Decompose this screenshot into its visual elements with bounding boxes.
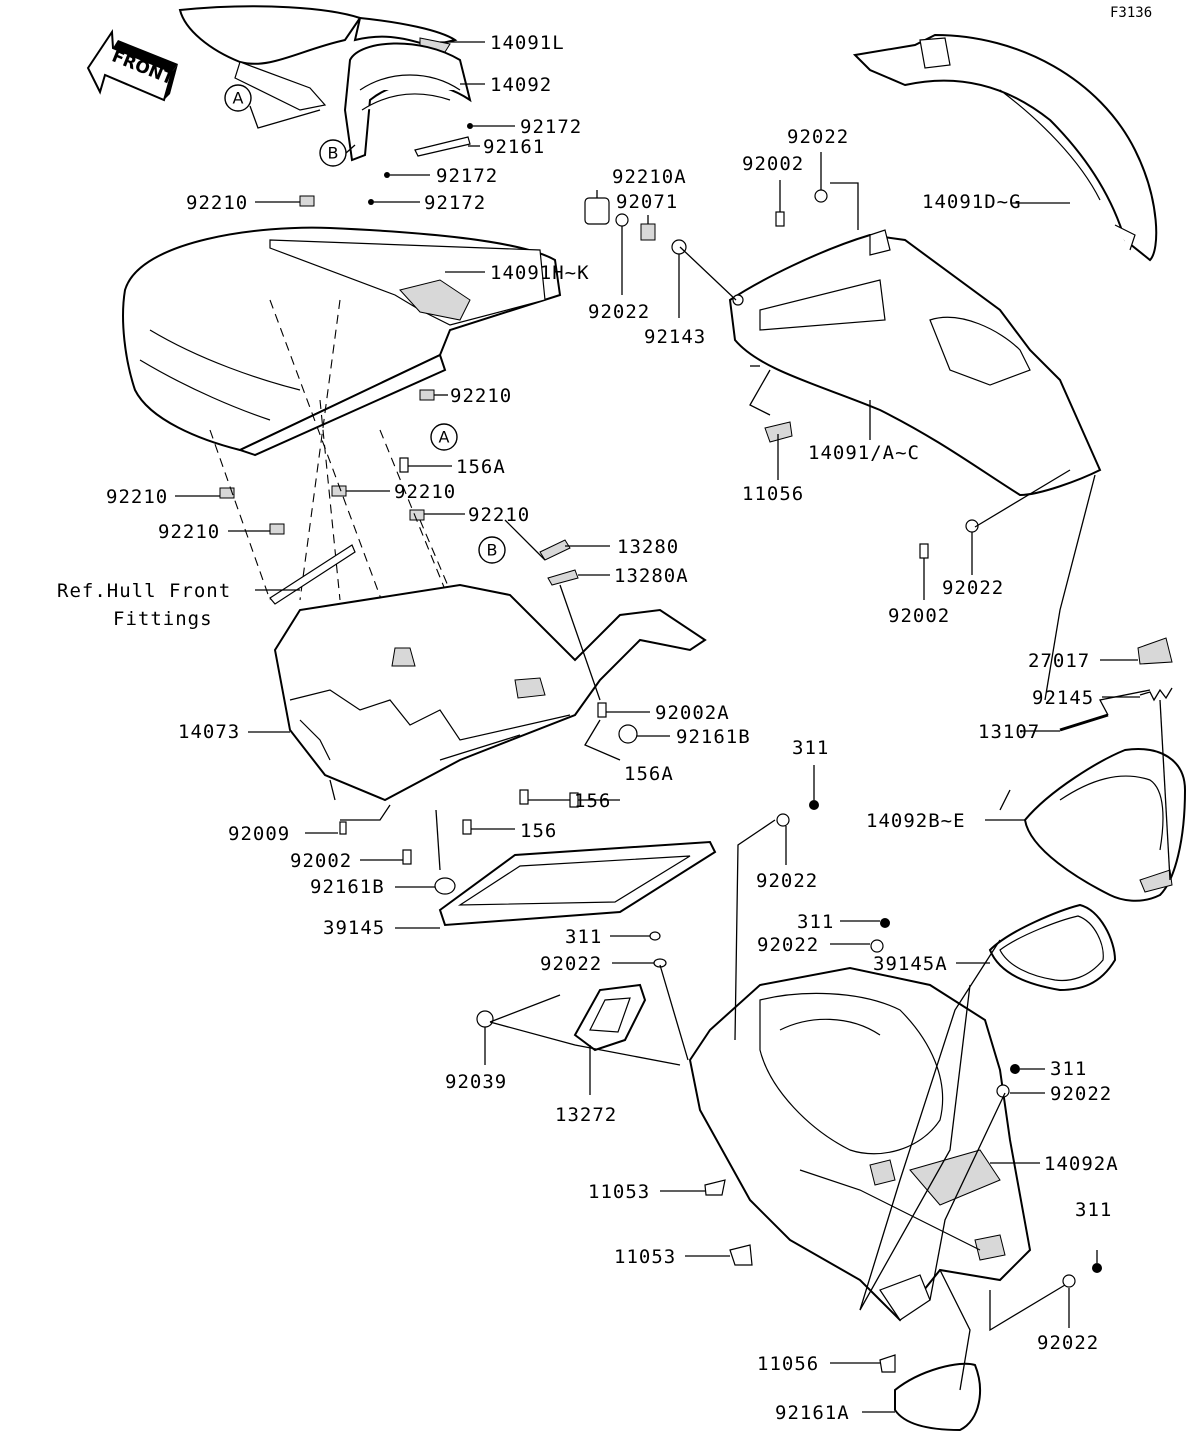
label-13280A: 13280A [614,565,689,587]
svg-text:A: A [233,89,244,108]
part-14091AC-cover [728,229,1102,497]
label-311-d: 311 [1050,1058,1087,1080]
label-92210-b: 92210 [450,385,512,407]
label-311-c: 311 [565,926,602,948]
label-92002-c: 92002 [888,605,950,627]
part-14091L-cover [178,5,458,111]
part-92161A-pad [894,1362,981,1432]
label-156-b: 156 [520,820,557,842]
label-92002-a: 92002 [742,153,804,175]
leader-lines [175,41,1171,1413]
label-92143: 92143 [644,326,706,348]
label-92161B-a: 92161B [676,726,751,748]
label-92002A: 92002A [655,702,730,724]
label-92022-d: 92022 [756,870,818,892]
label-13272: 13272 [555,1104,617,1126]
label-39145: 39145 [323,917,385,939]
label-14091HK: 14091H~K [490,262,590,284]
label-92210A: 92210A [612,166,687,188]
part-92161-strip [414,136,471,157]
part-14091DG-cover [852,33,1158,262]
part-labels: 14091L 14092 92172 92161 92172 92172 922… [57,32,1119,1424]
label-14091L: 14091L [490,32,565,54]
label-311-e: 311 [1075,1199,1112,1221]
part-39145A-gasket [988,903,1117,992]
label-14092BE: 14092B~E [866,810,966,832]
label-11056-b: 11056 [757,1353,819,1375]
label-311-b: 311 [797,911,834,933]
label-92022-f: 92022 [540,953,602,975]
label-92210-d: 92210 [394,481,456,503]
label-92009: 92009 [228,823,290,845]
label-92022-c: 92022 [942,577,1004,599]
label-92210-e: 92210 [468,504,530,526]
label-92161A: 92161A [775,1402,850,1424]
part-14092A-box [688,966,1032,1322]
part-14073-hull-inner [273,583,707,802]
label-27017: 27017 [1028,650,1090,672]
label-92172-a: 92172 [520,116,582,138]
label-14092: 14092 [490,74,552,96]
label-156-a: 156 [574,790,611,812]
label-11053-a: 11053 [588,1181,650,1203]
label-156A-b: 156A [624,763,674,785]
callout-a-middle: A [430,423,458,451]
label-92145: 92145 [1032,687,1094,709]
part-13272-bracket [573,983,647,1052]
label-39145A: 39145A [873,953,948,975]
label-92002-b: 92002 [290,850,352,872]
label-14091DG: 14091D~G [922,191,1022,213]
callout-b-middle: B [478,536,506,564]
label-14092A: 14092A [1044,1153,1119,1175]
label-92071: 92071 [616,191,678,213]
label-13280: 13280 [617,536,679,558]
part-14092-tray [343,42,472,162]
label-14073: 14073 [178,721,240,743]
label-92172-b: 92172 [436,165,498,187]
callout-b-top: B [319,139,347,167]
front-arrow-icon: FRONT [86,28,178,102]
svg-text:B: B [487,541,498,560]
svg-text:A: A [439,428,450,447]
label-92172-c: 92172 [424,192,486,214]
label-13107: 13107 [978,721,1040,743]
label-92022-a: 92022 [588,301,650,323]
label-92161: 92161 [483,136,545,158]
ref-text-line2: Fittings [113,608,213,630]
label-92022-e: 92022 [757,934,819,956]
label-92022-h: 92022 [1037,1332,1099,1354]
part-14091HK-cover [122,226,562,457]
label-92022-b: 92022 [787,126,849,148]
part-39145-gasket [438,840,717,927]
part-14092BE-lid [1023,748,1187,902]
label-92161B-b: 92161B [310,876,385,898]
svg-text:B: B [328,144,339,163]
label-156A-a: 156A [456,456,506,478]
label-11056-a: 11056 [742,483,804,505]
callout-a-top: A [224,84,252,112]
label-92210-a: 92210 [186,192,248,214]
label-92022-g: 92022 [1050,1083,1112,1105]
label-92039: 92039 [445,1071,507,1093]
ref-strip [269,544,356,605]
label-92210-c: 92210 [106,486,168,508]
figure-code: F3136 [1110,5,1152,21]
label-92210-f: 92210 [158,521,220,543]
label-311-a: 311 [792,737,829,759]
ref-text-line1: Ref.Hull Front [57,580,231,602]
label-14091AC: 14091/A~C [808,442,920,464]
label-11053-b: 11053 [614,1246,676,1268]
